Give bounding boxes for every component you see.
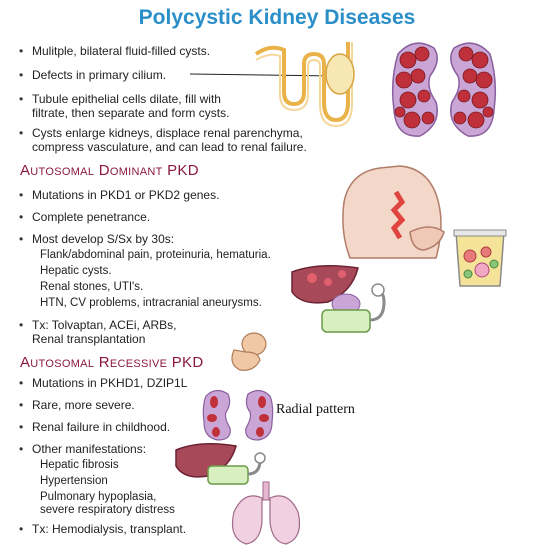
adpkd-item-1: Mutations in PKD1 or PKD2 genes. bbox=[19, 188, 219, 202]
page-title: Polycystic Kidney Diseases bbox=[138, 6, 416, 29]
adpkd-item-3: Most develop S/Sx by 30s: bbox=[19, 232, 174, 246]
adpkd-heading: Autosomal Dominant PKD bbox=[20, 162, 199, 179]
arpkd-sub-3: Pulmonary hypoplasia, bbox=[40, 491, 157, 503]
arpkd-item-1: Mutations in PKHD1, DZIP1L bbox=[19, 376, 187, 390]
radial-kidney-icon bbox=[202, 389, 274, 441]
arpkd-item-3: Renal failure in childhood. bbox=[19, 420, 170, 434]
intro-bullet-1: Mulitple, bilateral fluid-filled cysts. bbox=[19, 44, 210, 58]
urine-cup-icon bbox=[453, 229, 507, 287]
fetus-icon bbox=[231, 332, 267, 371]
adpkd-sub-2: Hepatic cysts. bbox=[40, 265, 112, 277]
adpkd-item-2: Complete penetrance. bbox=[19, 210, 150, 224]
intro-bullet-2: Defects in primary cilium. bbox=[19, 68, 166, 82]
liver-kidney-icon bbox=[291, 265, 386, 333]
tubule-icon bbox=[254, 42, 355, 128]
liver-kidney-icon-2 bbox=[175, 443, 266, 485]
patient-back-icon bbox=[342, 165, 445, 259]
adpkd-sub-1: Flank/abdominal pain, proteinuria, hemat… bbox=[40, 249, 271, 261]
adpkd-item-4-cont: Renal transplantation bbox=[32, 332, 146, 346]
lungs-icon bbox=[231, 481, 301, 545]
arpkd-item-4: Other manifestations: bbox=[19, 442, 146, 456]
arpkd-item-5: Tx: Hemodialysis, transplant. bbox=[19, 522, 186, 536]
intro-bullet-4: Cysts enlarge kidneys, displace renal pa… bbox=[19, 126, 303, 140]
adpkd-sub-3: Renal stones, UTI's. bbox=[40, 281, 144, 293]
arpkd-sub-4: severe respiratory distress bbox=[40, 504, 175, 516]
adpkd-sub-4: HTN, CV problems, intracranial aneurysms… bbox=[40, 297, 262, 309]
arpkd-heading: Autosomal Recessive PKD bbox=[20, 354, 204, 371]
arpkd-sub-1: Hepatic fibrosis bbox=[40, 459, 119, 471]
arpkd-sub-2: Hypertension bbox=[40, 475, 108, 487]
intro-bullet-4-cont: compress vasculature, and can lead to re… bbox=[32, 140, 307, 154]
kidney-cysts-icon bbox=[391, 42, 497, 137]
arpkd-item-2: Rare, more severe. bbox=[19, 398, 135, 412]
intro-bullet-3-cont: filtrate, then separate and form cysts. bbox=[32, 106, 230, 120]
intro-bullet-3: Tubule epithelial cells dilate, fill wit… bbox=[19, 92, 221, 106]
adpkd-item-4: Tx: Tolvaptan, ACEi, ARBs, bbox=[19, 318, 176, 332]
radial-pattern-label: Radial pattern bbox=[276, 402, 355, 417]
